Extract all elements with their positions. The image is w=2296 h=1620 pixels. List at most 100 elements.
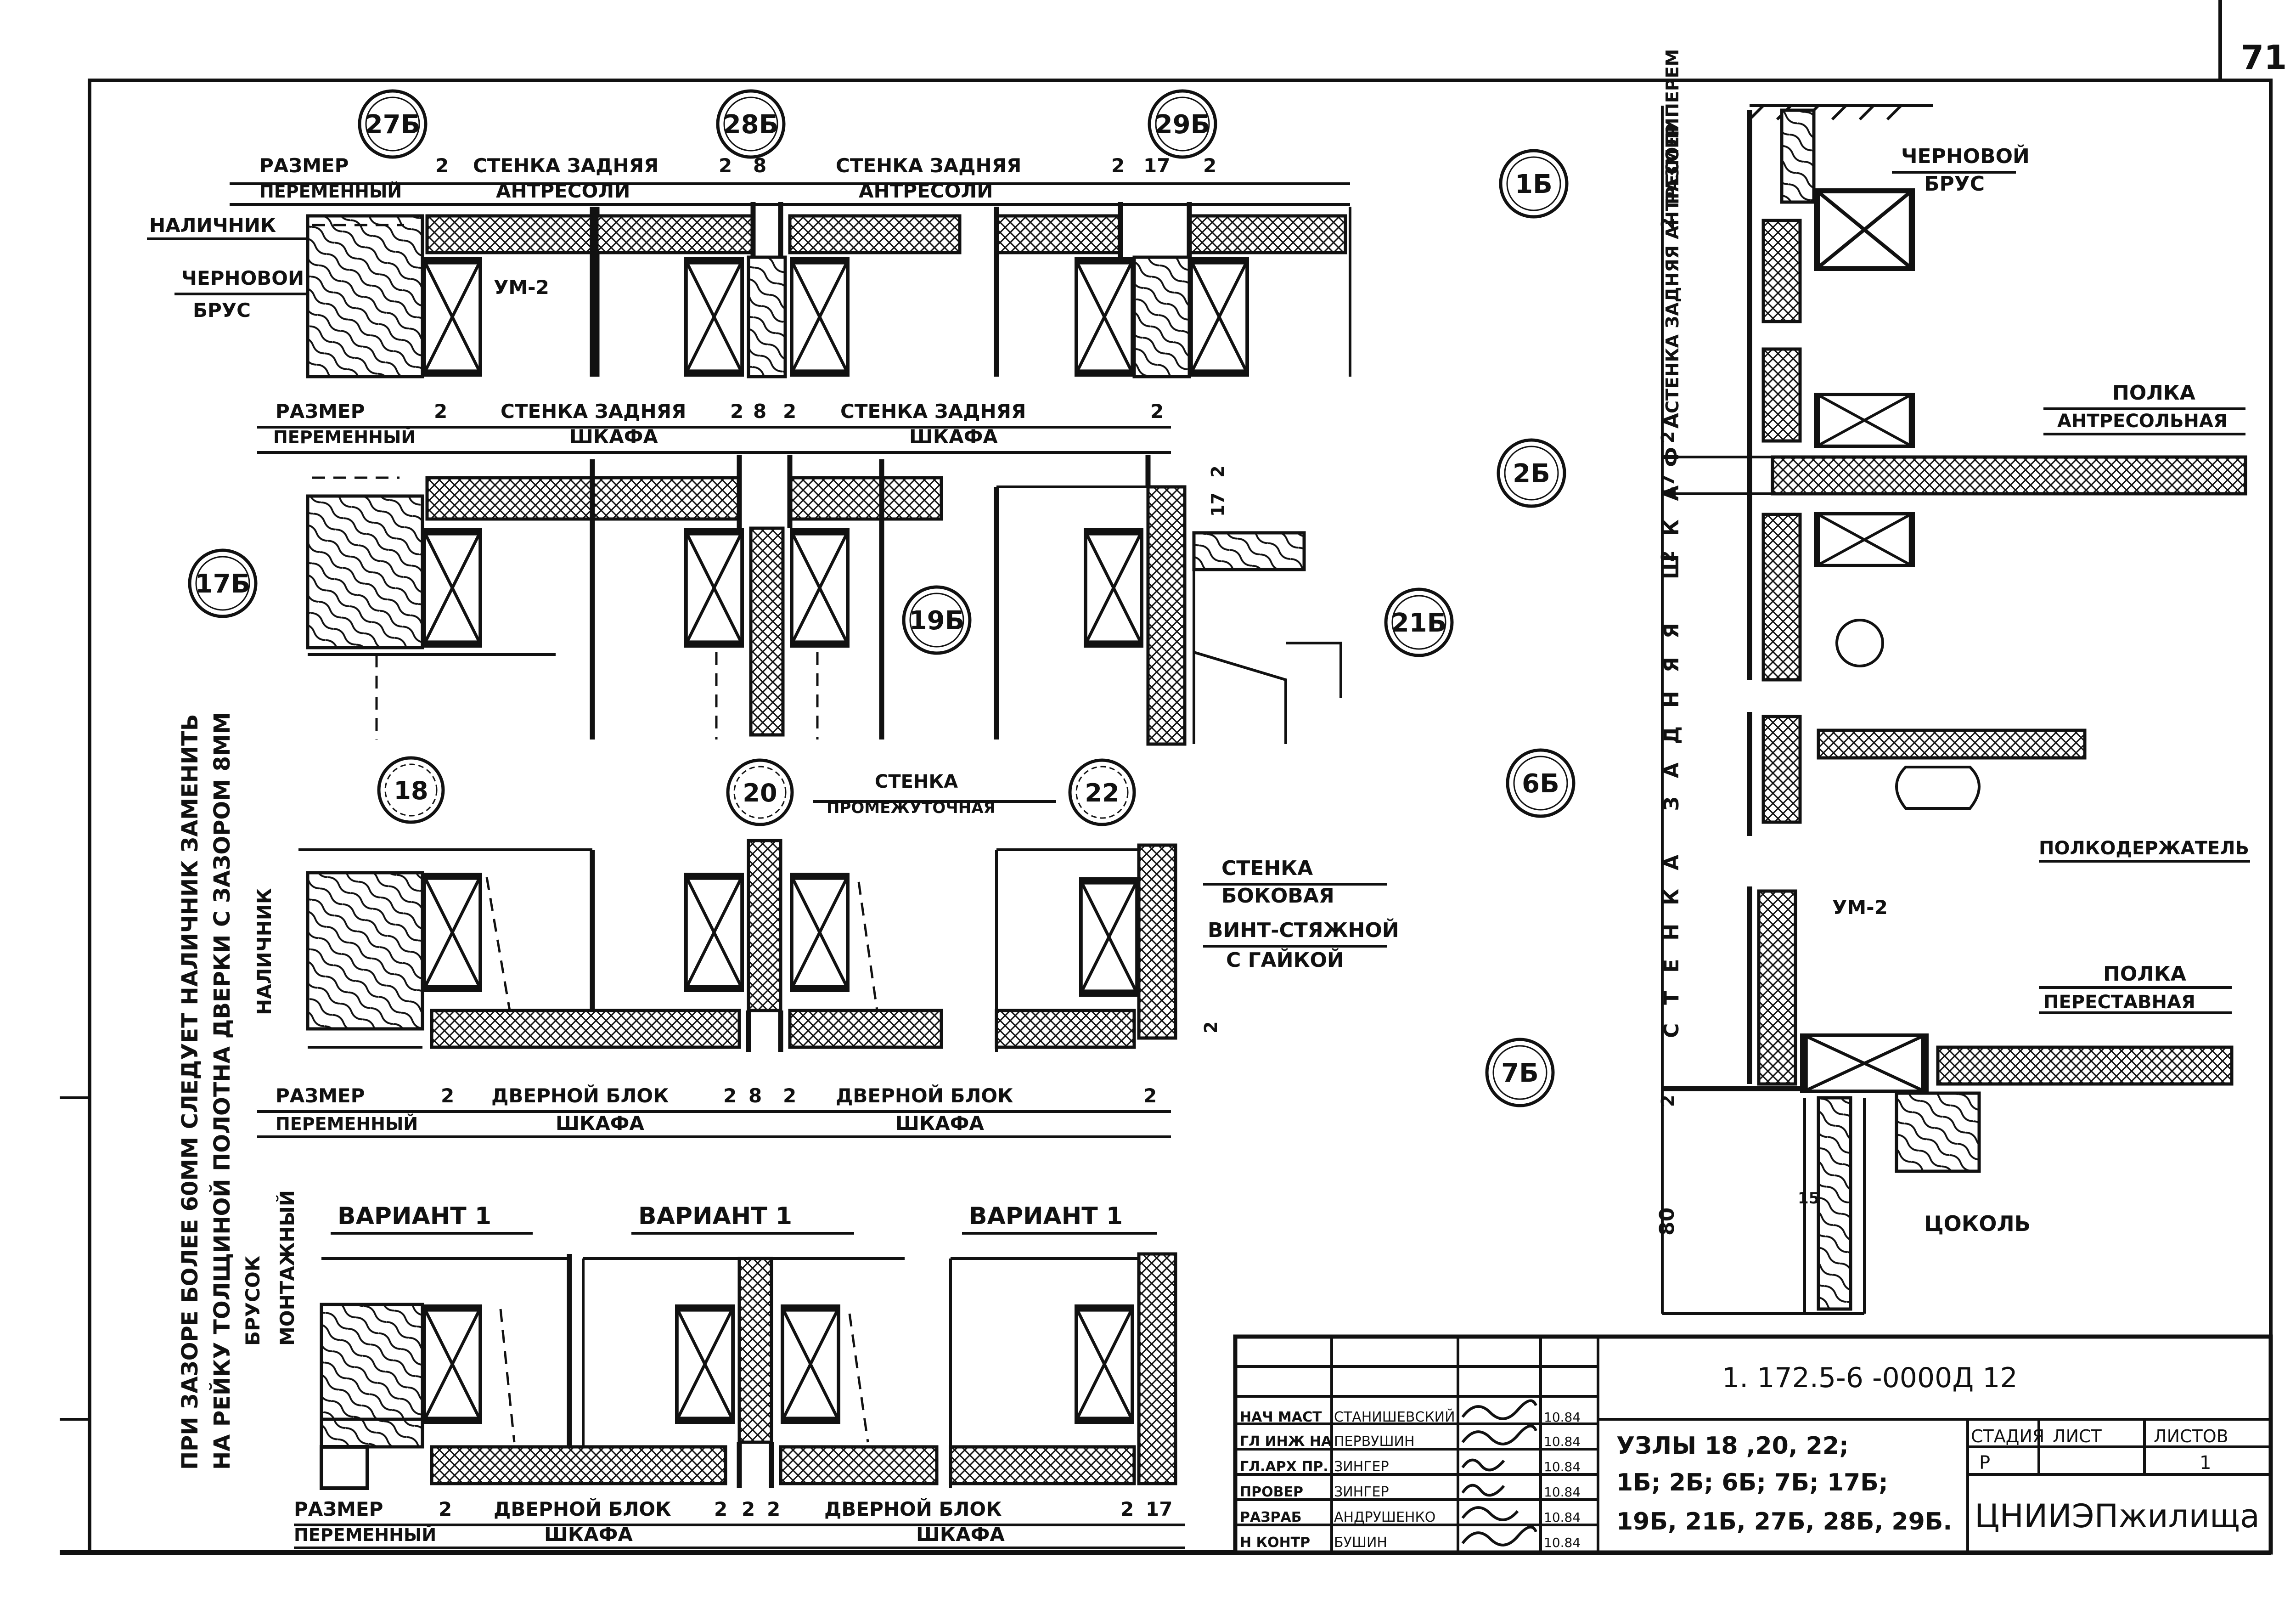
label-stenka-bokovaya-2: БОКОВАЯ	[1221, 884, 1334, 908]
label-dvernoi-blok-r3b: ДВЕРНОЙ БЛОК	[836, 1084, 1013, 1107]
callout-17b	[188, 548, 258, 618]
dim-2-r3d: 2	[1143, 1084, 1157, 1107]
dim-2-r1d: 2	[1203, 154, 1216, 177]
tb-org: ЦНИИЭПжилища	[1975, 1497, 2260, 1535]
label-shkafa-r3a: ШКАФА	[556, 1112, 644, 1135]
label-stenka-zadnyaya-r1a: СТЕНКА ЗАДНЯЯ	[473, 154, 658, 177]
dim-2-v1: 2	[1658, 218, 1678, 230]
tb-role-3: ПРОВЕР	[1240, 1484, 1303, 1500]
dim-2-r1b: 2	[719, 154, 732, 177]
label-stenka-r3: СТЕНКА	[875, 771, 958, 792]
callout-2b-label: 2Б	[1513, 459, 1550, 489]
label-polka-1: ПОЛКА	[2112, 381, 2195, 405]
label-peremennyi-r3: ПЕРЕМЕННЫЙ	[276, 1114, 418, 1134]
label-polkoderzhatel: ПОЛКОДЕРЖАТЕЛЬ	[2039, 838, 2249, 859]
label-nalichnik-r3: НАЛИЧНИК	[253, 888, 276, 1015]
dim-2-v2: 2	[1658, 431, 1678, 443]
label-peremennyi-r4: ПЕРЕМЕННЫЙ	[294, 1525, 436, 1545]
dim-2-r2e: 2	[1208, 466, 1228, 478]
dim-8-r2: 8	[753, 400, 766, 423]
callout-28b-label: 28Б	[723, 110, 779, 140]
tb-date-0: 10.84	[1544, 1410, 1581, 1425]
dim-2-r4b: 2	[714, 1498, 727, 1520]
callout-29b-label: 29Б	[1155, 110, 1210, 140]
dim-2-r3c: 2	[783, 1084, 796, 1107]
label-stenka-bokovaya-1: СТЕНКА	[1221, 857, 1313, 880]
tb-signatures	[1461, 1399, 1537, 1547]
detail-row-1: РАЗМЕР ПЕРЕМЕННЫЙ СТЕНКА ЗАДНЯЯ АНТРЕСОЛ…	[147, 89, 1351, 378]
label-vint-1: ВИНТ-СТЯЖНОЙ	[1208, 918, 1399, 942]
label-polka-perestavnaya: ПЕРЕСТАВНАЯ	[2043, 992, 2195, 1013]
tb-subject-2: 1Б; 2Б; 6Б; 7Б; 17Б;	[1616, 1469, 1888, 1496]
tb-sheets: 1	[2200, 1452, 2211, 1473]
label-brusok: БРУСОК	[242, 1256, 264, 1346]
tb-name-0: СТАНИШЕВСКИЙ	[1334, 1409, 1455, 1425]
dim-2-r1c: 2	[1111, 154, 1125, 177]
label-brus-r1: БРУС	[193, 299, 251, 322]
dim-2-v4: 2	[1658, 1095, 1678, 1107]
dim-2-r2a: 2	[434, 400, 447, 423]
label-stenka-zadnyaya-r2b: СТЕНКА ЗАДНЯЯ	[840, 400, 1026, 423]
dim-8-r3: 8	[748, 1084, 762, 1107]
dim-2-r4d: 2	[767, 1498, 780, 1520]
label-razmer-r4: РАЗМЕР	[294, 1498, 383, 1520]
dim-2-r3b: 2	[723, 1084, 737, 1107]
tb-date-4: 10.84	[1544, 1510, 1581, 1525]
label-shkafa-r4b: ШКАФА	[916, 1523, 1005, 1546]
label-stenka-zadnyaya-r1b: СТЕНКА ЗАДНЯЯ	[836, 154, 1021, 177]
callout-20-label: 20	[743, 779, 777, 807]
tb-sheet-label: ЛИСТ	[2053, 1426, 2102, 1446]
label-brus-right: БРУС	[1924, 172, 1985, 196]
callout-21b-label: 21Б	[1391, 608, 1447, 638]
label-polka-antresolnaya: АНТРЕСОЛЬНАЯ	[2057, 411, 2228, 432]
middle-callouts: 1Б 2Б 6Б 7Б	[1485, 149, 1576, 1107]
label-peremennyi-r2: ПЕРЕМЕННЫЙ	[273, 427, 416, 447]
dim-2-r3a: 2	[441, 1084, 454, 1107]
callout-1b	[1499, 149, 1569, 219]
callout-20	[726, 758, 794, 826]
callout-6b	[1506, 748, 1576, 818]
label-nalichnik-r1: НАЛИЧНИК	[149, 214, 276, 237]
tb-role-1: ГЛ ИНЖ НА	[1240, 1434, 1332, 1450]
label-dvernoi-blok-r4a: ДВЕРНОЙ БЛОК	[494, 1497, 671, 1520]
vertical-section: РАЗМЕР ПЕРЕМ СТЕНКА ЗАДНЯЯ АНТРЕСОЛИ СТЕ…	[1655, 49, 2250, 1315]
dim-2-v3: 2	[1658, 551, 1678, 563]
tb-date-1: 10.84	[1544, 1434, 1581, 1449]
callout-27b	[358, 89, 428, 159]
tb-stage-label: СТАДИЯ	[1971, 1426, 2044, 1446]
tb-role-5: Н КОНТР	[1240, 1535, 1310, 1551]
tb-date-3: 10.84	[1544, 1485, 1581, 1500]
label-tsokol: ЦОКОЛЬ	[1924, 1211, 2031, 1236]
title-block: НАЧ МАСТ ГЛ ИНЖ НА ГЛ.АРХ ПР. ПРОВЕР РАЗ…	[1233, 1334, 2273, 1555]
dim-2-r4c: 2	[742, 1498, 755, 1520]
label-variant-b: ВАРИАНТ 1	[638, 1202, 792, 1230]
label-montazhnyi: МОНТАЖНЫЙ	[276, 1190, 298, 1346]
label-razmer-r1: РАЗМЕР	[259, 154, 349, 177]
tb-role-4: РАЗРАБ	[1240, 1509, 1302, 1525]
tb-date-5: 10.84	[1544, 1535, 1581, 1550]
callout-29b	[1148, 89, 1217, 159]
callout-21b	[1384, 587, 1454, 657]
callout-18	[377, 756, 445, 824]
dim-15-v: 15	[1798, 1189, 1819, 1208]
dim-17-r4: 17	[1146, 1498, 1172, 1520]
callout-1b-label: 1Б	[1515, 169, 1553, 199]
dim-80-v: 80	[1655, 1208, 1679, 1236]
dim-2-r1a: 2	[435, 154, 449, 177]
label-stenka-zadnyaya-shkafa: СТЕНКА ЗАДНЯЯ ШКАФА	[1660, 395, 1683, 1038]
dim-2-r4e: 2	[1120, 1498, 1134, 1520]
callout-2b	[1497, 438, 1566, 508]
label-chernovoi-r1: ЧЕРНОВОИ	[181, 267, 304, 289]
label-variant-c: ВАРИАНТ 1	[969, 1202, 1123, 1230]
dim-2-r2c: 2	[783, 400, 796, 423]
callout-17b-label: 17Б	[195, 569, 251, 599]
label-shkafa-r3b: ШКАФА	[895, 1112, 984, 1135]
callout-7b-label: 7Б	[1501, 1058, 1539, 1088]
note-line-2: НА РЕЙКУ ТОЛЩИНОЙ ПОЛОТНА ДВЕРКИ С ЗАЗОР…	[209, 712, 235, 1470]
label-vint-2: С ГАЙКОЙ	[1226, 948, 1344, 972]
tb-subject-3: 19Б, 21Б, 27Б, 28Б, 29Б.	[1616, 1508, 1952, 1535]
callout-27b-label: 27Б	[365, 110, 421, 140]
dim-2-r3e: 2	[1201, 1022, 1221, 1033]
label-shkafa-r4a: ШКАФА	[544, 1523, 633, 1546]
